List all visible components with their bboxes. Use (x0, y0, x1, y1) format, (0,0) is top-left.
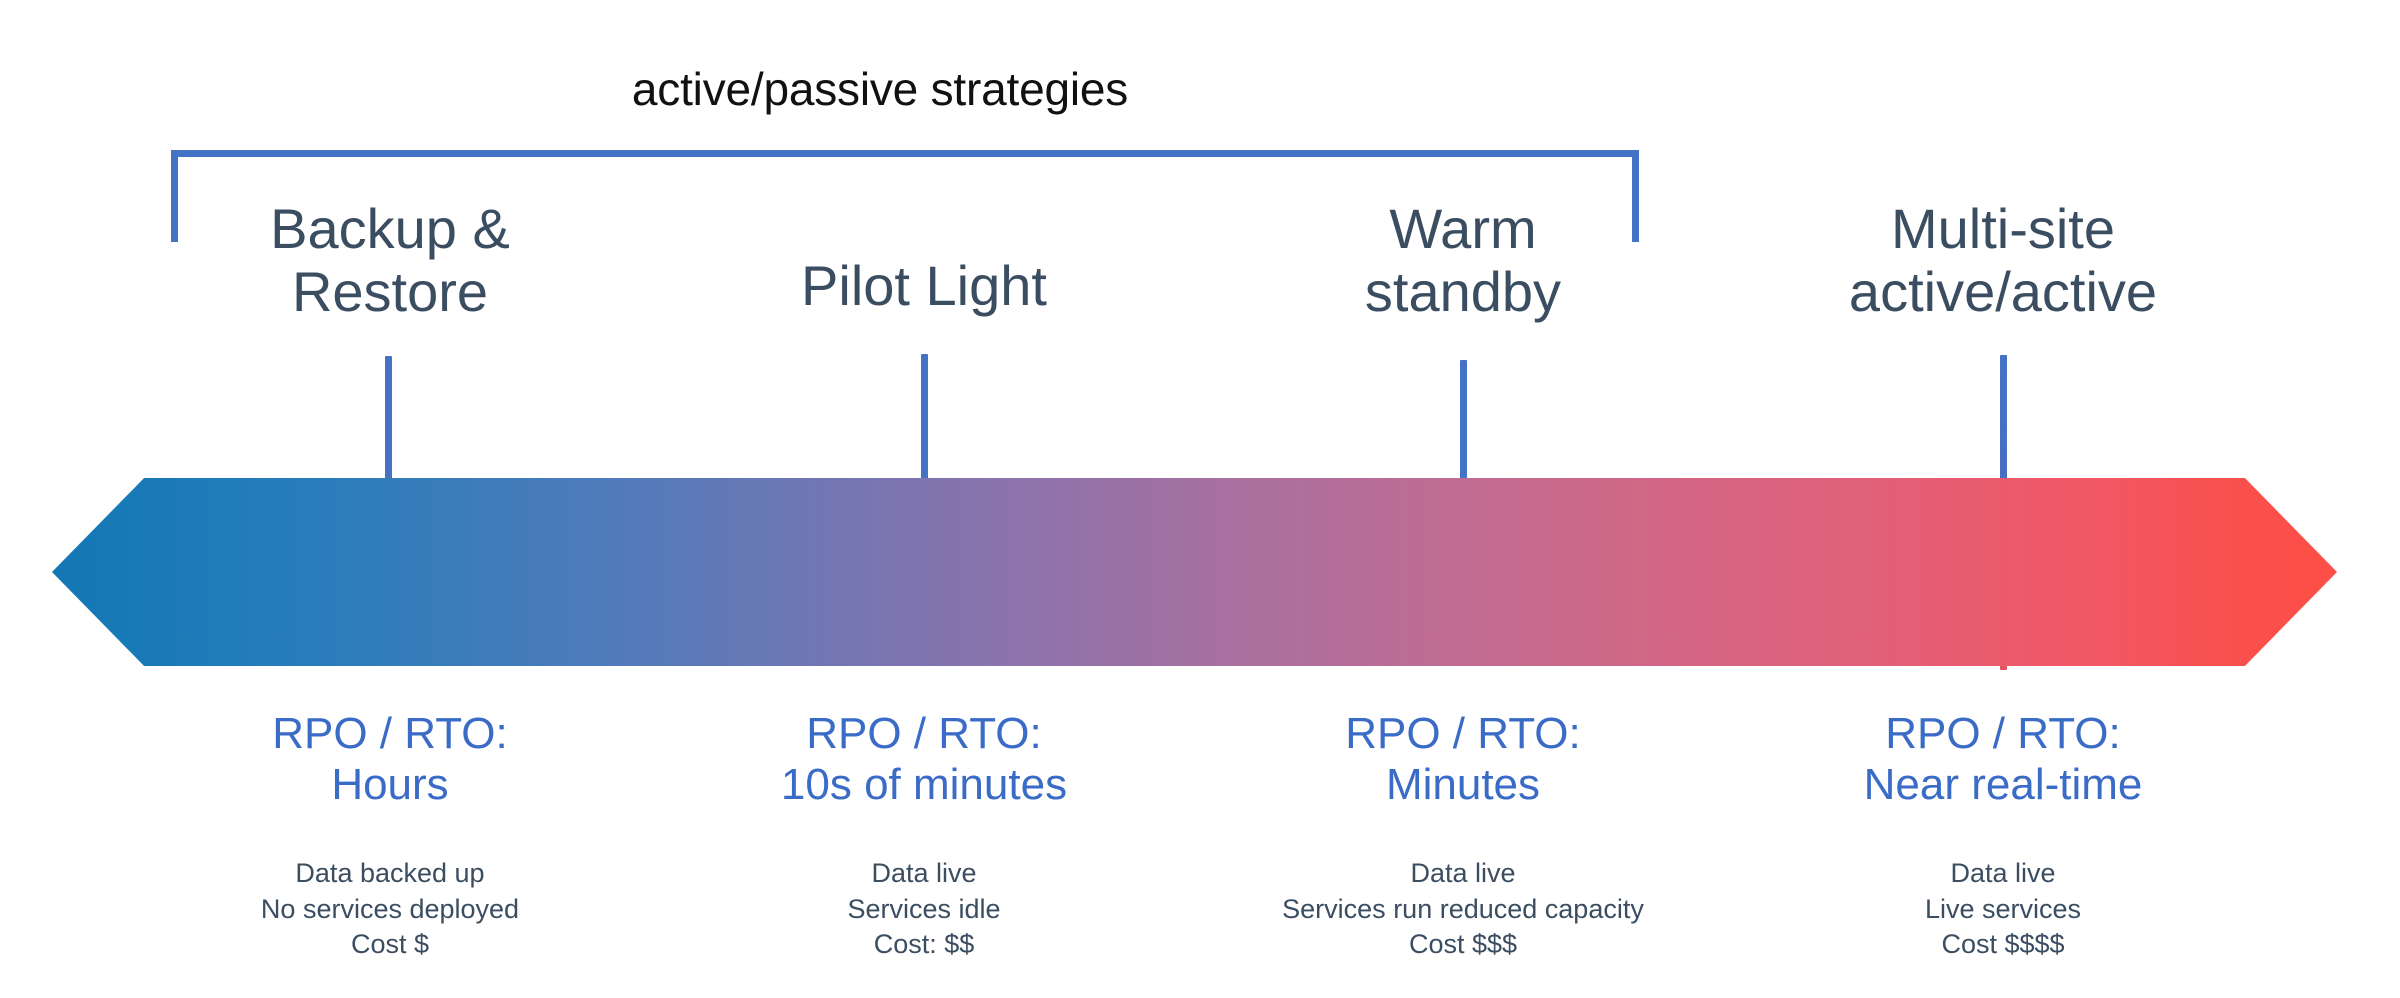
active-passive-bracket (171, 150, 1639, 242)
strategy-heading-multi-site-active-active: Multi-site active/active (1848, 197, 2158, 323)
spectrum-gradient-fill (52, 478, 2337, 666)
strategy-heading-warm-standby: Warm standby (1364, 197, 1562, 323)
connector-line-backup-restore (385, 356, 392, 524)
details-backup-restore: Data backed up No services deployed Cost… (260, 858, 520, 960)
rpo-rto-warm-standby: RPO / RTO: Minutes (1345, 709, 1581, 810)
details-multi-site: Data live Live services Cost $$$$ (1924, 858, 2082, 960)
strategy-heading-pilot-light: Pilot Light (801, 254, 1047, 317)
rpo-rto-multi-site: RPO / RTO: Near real-time (1863, 709, 2143, 810)
rpo-rto-pilot-light: RPO / RTO: 10s of minutes (780, 709, 1068, 810)
bracket-caption: active/passive strategies (631, 63, 1129, 115)
rpo-rto-backup-restore: RPO / RTO: Hours (272, 709, 508, 810)
strategy-heading-backup-restore: Backup & Restore (270, 197, 510, 323)
details-warm-standby: Data live Services run reduced capacity … (1282, 858, 1644, 960)
details-pilot-light: Data live Services idle Cost: $$ (847, 858, 1001, 960)
connector-line-warm-standby (1460, 360, 1467, 560)
recovery-spectrum-bar (52, 478, 2337, 666)
connector-line-pilot-light (921, 354, 928, 544)
